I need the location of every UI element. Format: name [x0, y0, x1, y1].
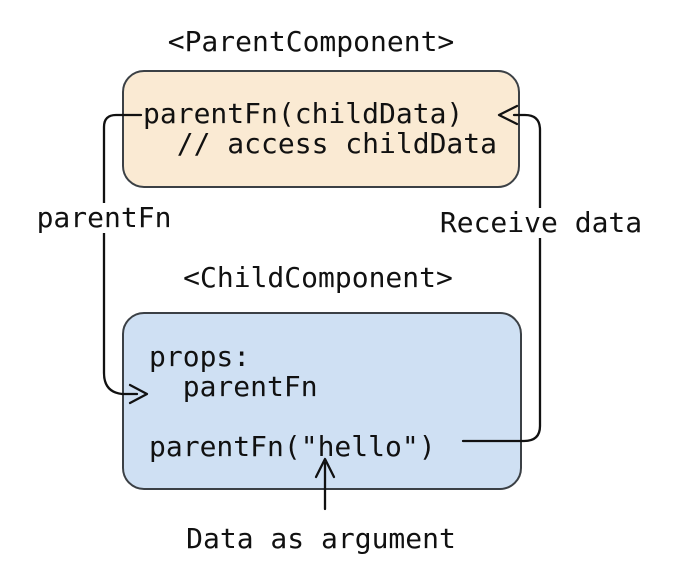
receive-data-edge-label: Receive data: [434, 208, 648, 238]
data-as-argument-edge-label: Data as argument: [181, 524, 461, 554]
child-component-box: props: parentFn parentFn("hello"): [122, 312, 522, 490]
parent-component-title: <ParentComponent>: [167, 25, 455, 58]
parentfn-edge-label: parentFn: [31, 203, 177, 233]
child-component-code: props: parentFn parentFn("hello"): [149, 340, 436, 463]
parent-component-box: parentFn(childData) // access childData: [122, 70, 520, 188]
child-component-title: <ChildComponent>: [183, 261, 453, 294]
parent-component-code: parentFn(childData) // access childData: [143, 97, 498, 160]
